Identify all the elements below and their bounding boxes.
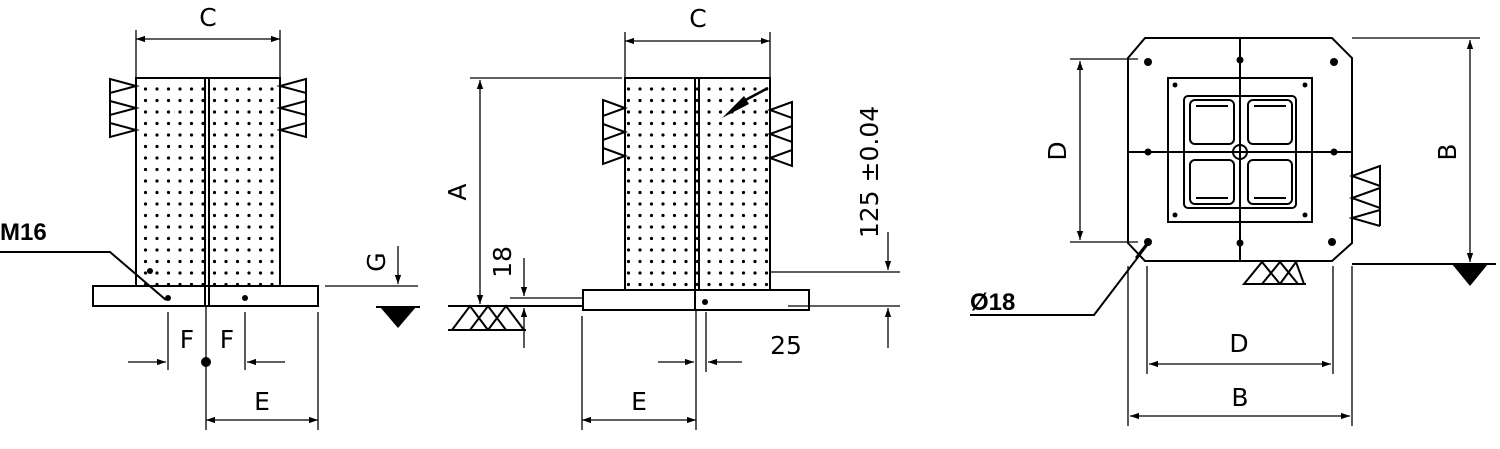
side-dim-tolerance-label: 125 ±0.04 bbox=[855, 106, 884, 238]
side-clamp-left bbox=[602, 98, 628, 166]
side-dim-a-label: A bbox=[443, 183, 472, 200]
front-dim-e-label: E bbox=[254, 387, 270, 416]
top-hole-callout: Ø18 bbox=[970, 289, 1015, 316]
side-dim-c-label: C bbox=[689, 4, 706, 33]
front-clamp-left bbox=[109, 77, 140, 139]
front-dim-g-label: G bbox=[362, 252, 391, 271]
front-dim-f-right-label: F bbox=[220, 325, 234, 354]
side-body bbox=[624, 77, 771, 291]
front-dim-c-label: C bbox=[199, 3, 216, 32]
side-reference-blocks bbox=[448, 304, 583, 331]
front-thread-callout: M16 bbox=[0, 219, 47, 246]
front-view: C M16 G bbox=[0, 3, 420, 430]
top-plate-outline bbox=[1127, 37, 1353, 262]
front-dim-f-left-label: F bbox=[180, 325, 194, 354]
side-clamp-right bbox=[767, 100, 793, 168]
side-dim-e-label: E bbox=[631, 387, 647, 416]
side-dim-25-label: 25 bbox=[770, 331, 802, 360]
front-clamp-right bbox=[276, 77, 307, 139]
top-view: D B D B Ø18 bbox=[970, 37, 1496, 426]
side-view: C A bbox=[443, 4, 900, 430]
top-dim-d-vertical-label: D bbox=[1043, 141, 1072, 160]
top-dim-d-horizontal-label: D bbox=[1229, 329, 1248, 358]
top-dim-b-horizontal-label: B bbox=[1231, 383, 1248, 412]
top-dim-b-vertical-label: B bbox=[1433, 143, 1462, 160]
side-dim-18-label: 18 bbox=[488, 246, 517, 278]
